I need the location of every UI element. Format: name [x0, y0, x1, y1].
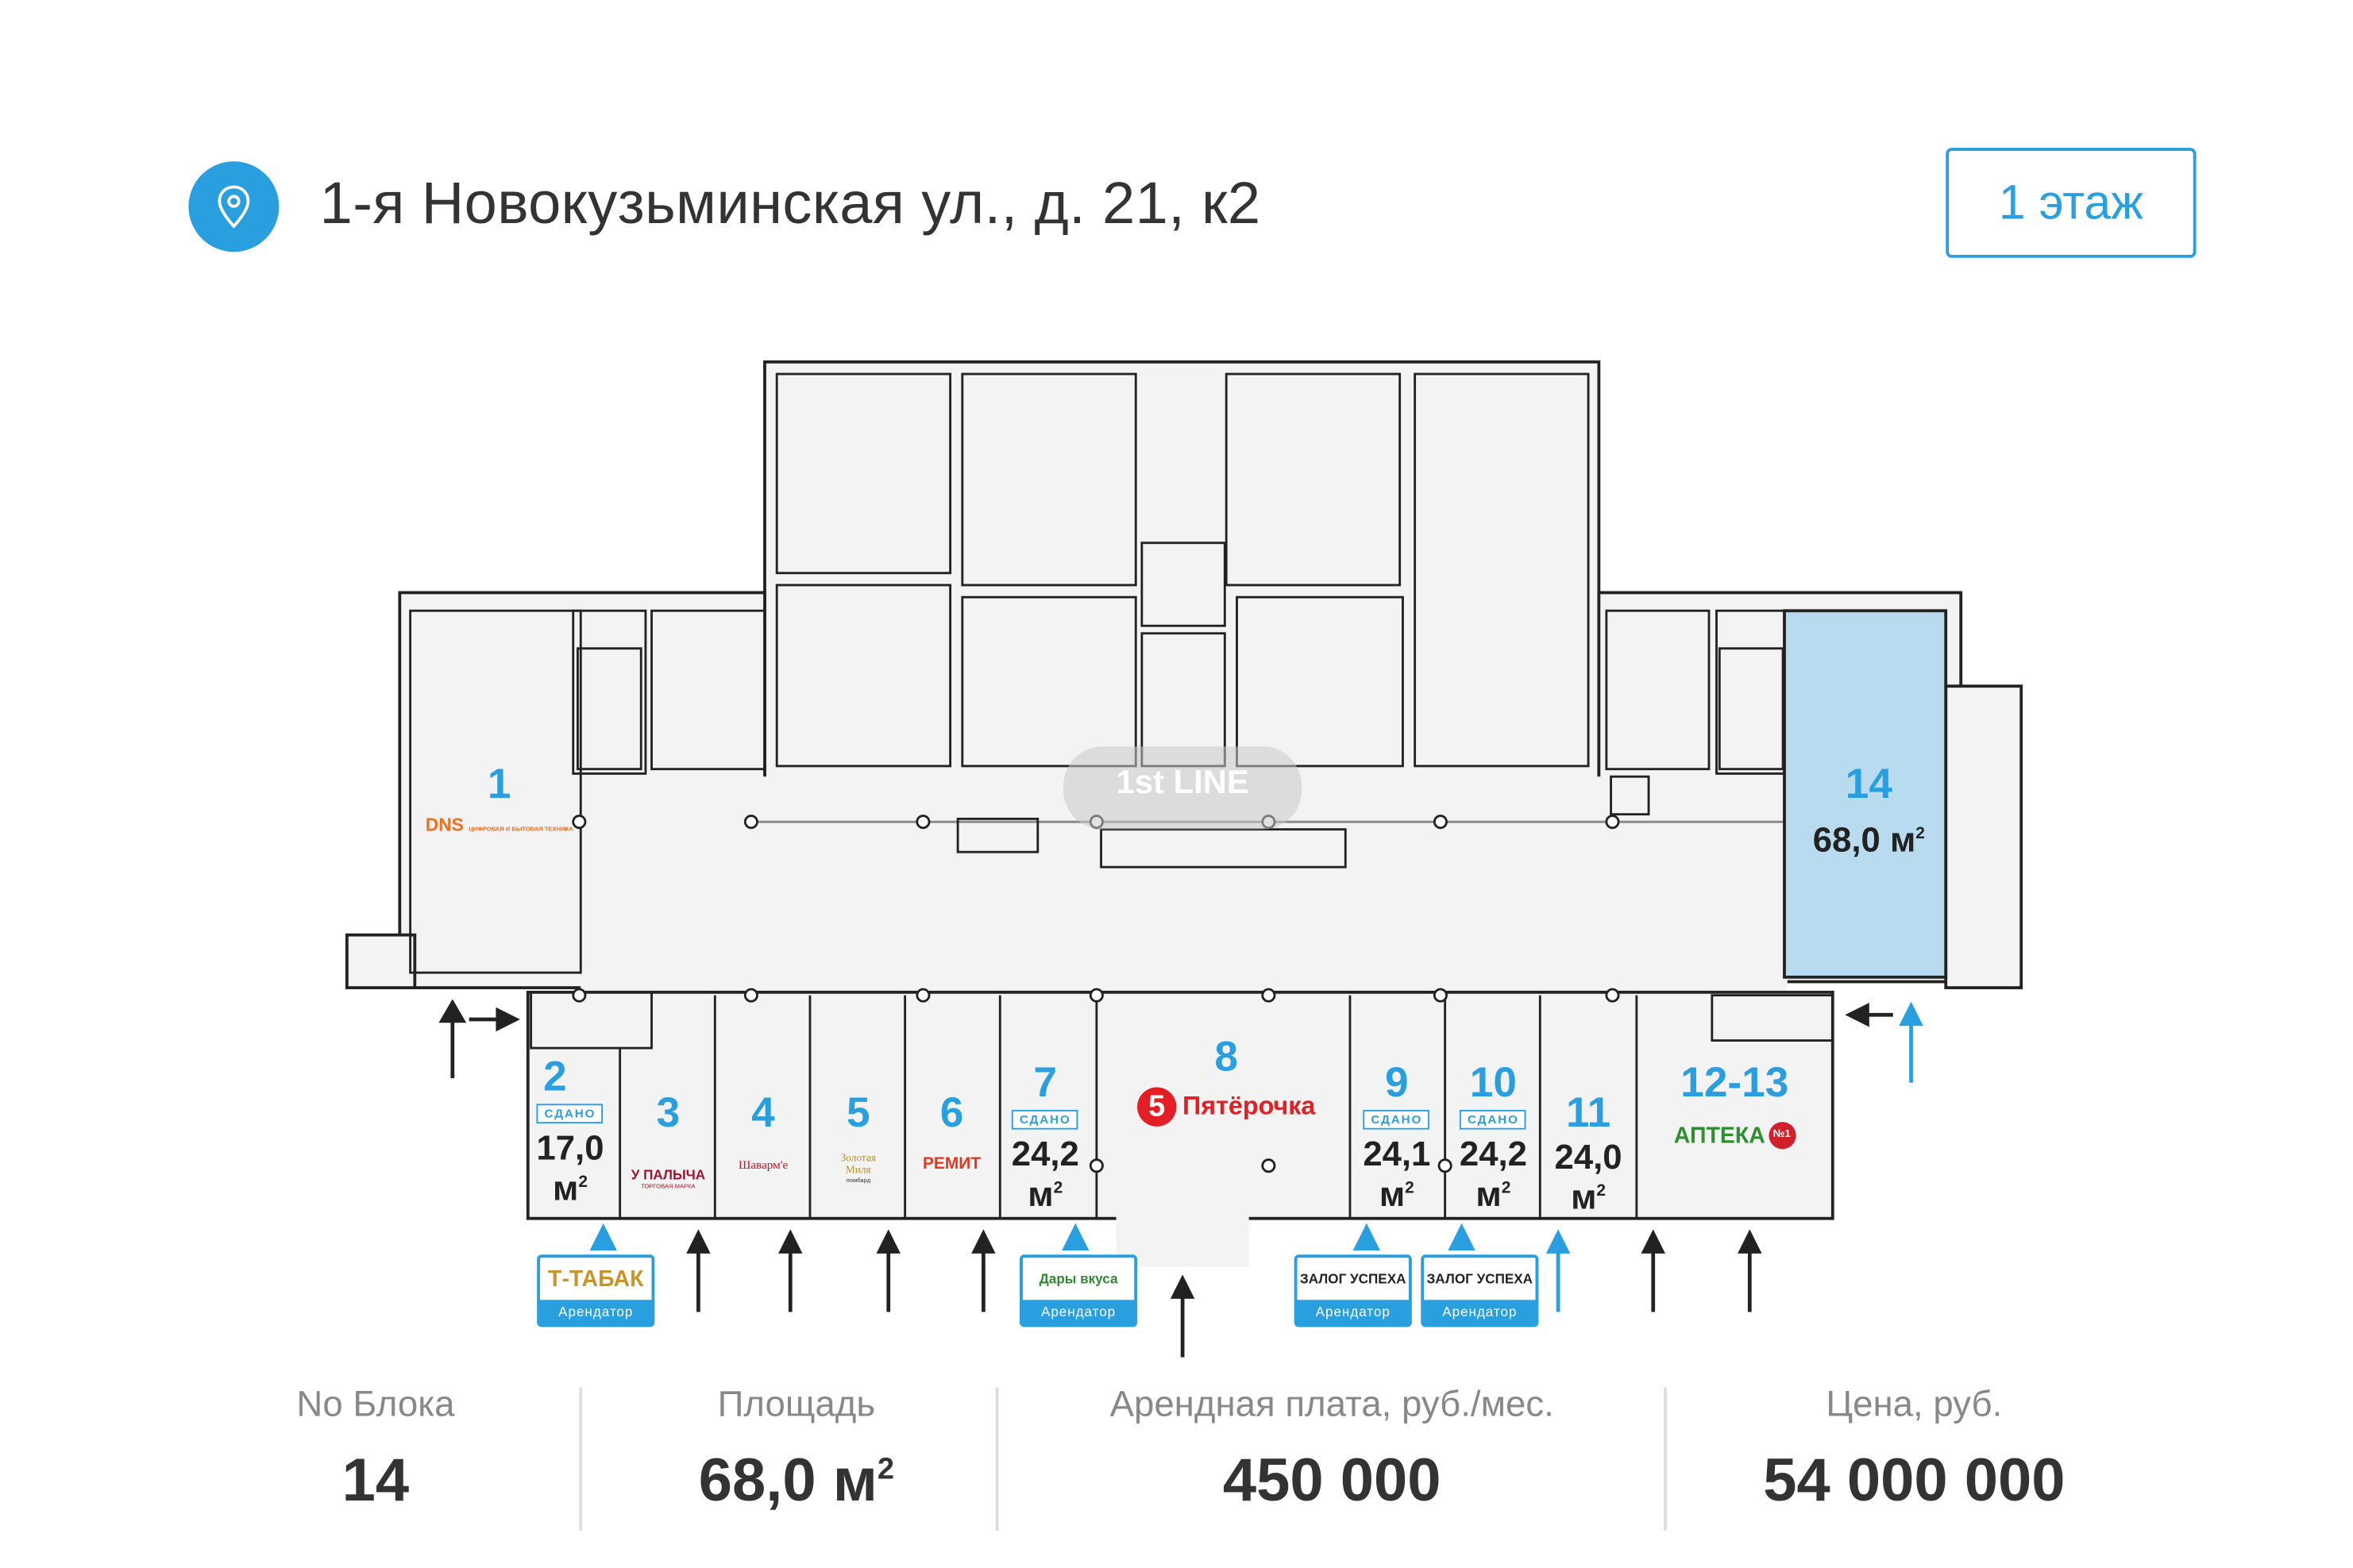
- tenant-name: ЗАЛОГ УСПЕХА: [1297, 1258, 1410, 1300]
- divider: [1664, 1387, 1667, 1531]
- unit-number: 14: [1845, 760, 1892, 807]
- tenant-label: Арендатор: [1315, 1304, 1391, 1320]
- unit-5[interactable]: 5 Золотая Миля ломбард: [828, 1088, 889, 1185]
- stat-rent: Арендная плата, руб./мес. 450 000: [1110, 1385, 1554, 1516]
- watermark-text: 1st LINE: [1116, 763, 1249, 801]
- unit-number: 6: [939, 1088, 964, 1136]
- unit-number: 4: [751, 1088, 775, 1136]
- stat-value: 450 000: [1222, 1447, 1441, 1514]
- unit-number: 12-13: [1680, 1058, 1789, 1106]
- tenant-label: Арендатор: [558, 1304, 634, 1320]
- dns-logo: DNS ЦИФРОВАЯ И БЫТОВАЯ ТЕХНИКА: [425, 814, 573, 836]
- unit-3[interactable]: 3 У ПАЛЫЧА ТОРГОВАЯ МАРКА: [631, 1088, 706, 1190]
- tenant-card-zalog-uspekha[interactable]: ЗАЛОГ УСПЕХА Арендатор: [1421, 1254, 1539, 1327]
- unit-4[interactable]: 4 Шаварм'е: [738, 1088, 789, 1172]
- pyaterochka-logo: 5 Пятёрочка: [1137, 1087, 1315, 1127]
- remit-logo: РЕМИТ: [922, 1154, 982, 1173]
- logo-subtitle: ломбард: [846, 1176, 871, 1185]
- page-title: 1-я Новокузьминская ул., д. 21, к2: [319, 171, 1261, 237]
- tenant-card-dary-vkusa[interactable]: Дары вкуса Арендатор: [1019, 1254, 1138, 1327]
- unit-number: 1: [487, 760, 511, 807]
- stat-area: Площадь 68,0 м2: [699, 1385, 894, 1516]
- tenant-name: Т-ТАБАК: [539, 1258, 652, 1300]
- stat-price: Цена, руб. 54 000 000: [1763, 1385, 2065, 1516]
- status-badge: СДАНО: [1460, 1109, 1527, 1130]
- watermark-1st-line: [1063, 746, 1302, 830]
- apteka-logo: АПТЕКА №1: [1674, 1122, 1796, 1150]
- shawarme-logo: Шаварм'е: [738, 1158, 789, 1172]
- unit-area: 68,0 м2: [1812, 819, 1925, 860]
- tenant-label: Арендатор: [1040, 1304, 1117, 1320]
- unit-number: 2: [543, 1052, 567, 1100]
- unit-14[interactable]: 14 68,0 м2: [1812, 760, 1925, 860]
- unit-number: 10: [1469, 1058, 1517, 1106]
- divider: [995, 1387, 999, 1531]
- unit-number: 7: [1033, 1058, 1058, 1106]
- shops-row: [526, 990, 1834, 1220]
- stat-block-number: No Блока 14: [296, 1385, 454, 1516]
- stat-label: Цена, руб.: [1826, 1384, 2003, 1425]
- stat-value: 54 000 000: [1763, 1447, 2066, 1514]
- unit-number: 9: [1385, 1058, 1409, 1106]
- divider: [579, 1387, 583, 1531]
- tenant-arrows: [589, 1001, 1923, 1312]
- status-badge: СДАНО: [1363, 1109, 1430, 1130]
- status-badge: СДАНО: [1012, 1109, 1079, 1130]
- tenant-name: ЗАЛОГ УСПЕХА: [1424, 1258, 1536, 1300]
- tenant-name: Дары вкуса: [1022, 1258, 1135, 1300]
- stat-label: Площадь: [717, 1384, 876, 1425]
- tenant-card-t-tabak[interactable]: Т-ТАБАК Арендатор: [537, 1254, 655, 1327]
- u-palycha-logo: У ПАЛЫЧА: [631, 1167, 706, 1183]
- logo-subtitle: ТОРГОВАЯ МАРКА: [641, 1182, 696, 1190]
- stat-value: 68,0 м2: [698, 1447, 895, 1514]
- stat-value: 14: [341, 1447, 410, 1514]
- unit-8[interactable]: 8 5 Пятёрочка: [1137, 1033, 1315, 1127]
- unit-12-13[interactable]: 12-13 АПТЕКА №1: [1674, 1058, 1796, 1150]
- tenant-label: Арендатор: [1442, 1304, 1518, 1320]
- zolotaya-milya-logo: Золотая Миля: [840, 1152, 876, 1177]
- status-badge: СДАНО: [537, 1104, 604, 1124]
- unit-number: 3: [656, 1088, 681, 1136]
- entrance-arrows: [438, 999, 1893, 1358]
- tenant-card-zalog-uspekha[interactable]: ЗАЛОГ УСПЕХА Арендатор: [1294, 1254, 1412, 1327]
- location-pin-icon: [188, 161, 280, 252]
- stat-label: No Блока: [296, 1384, 455, 1425]
- unit-number: 11: [1565, 1088, 1611, 1136]
- stat-label: Арендная плата, руб./мес.: [1109, 1384, 1554, 1425]
- unit-14-highlight: [1783, 609, 1948, 979]
- unit-number: 5: [846, 1088, 870, 1136]
- unit-1[interactable]: 1 DNS ЦИФРОВАЯ И БЫТОВАЯ ТЕХНИКА: [425, 760, 573, 836]
- unit-number: 8: [1214, 1033, 1239, 1080]
- floor-selector-button[interactable]: 1 этаж: [1946, 148, 2197, 258]
- unit-6[interactable]: 6 РЕМИТ: [922, 1088, 982, 1173]
